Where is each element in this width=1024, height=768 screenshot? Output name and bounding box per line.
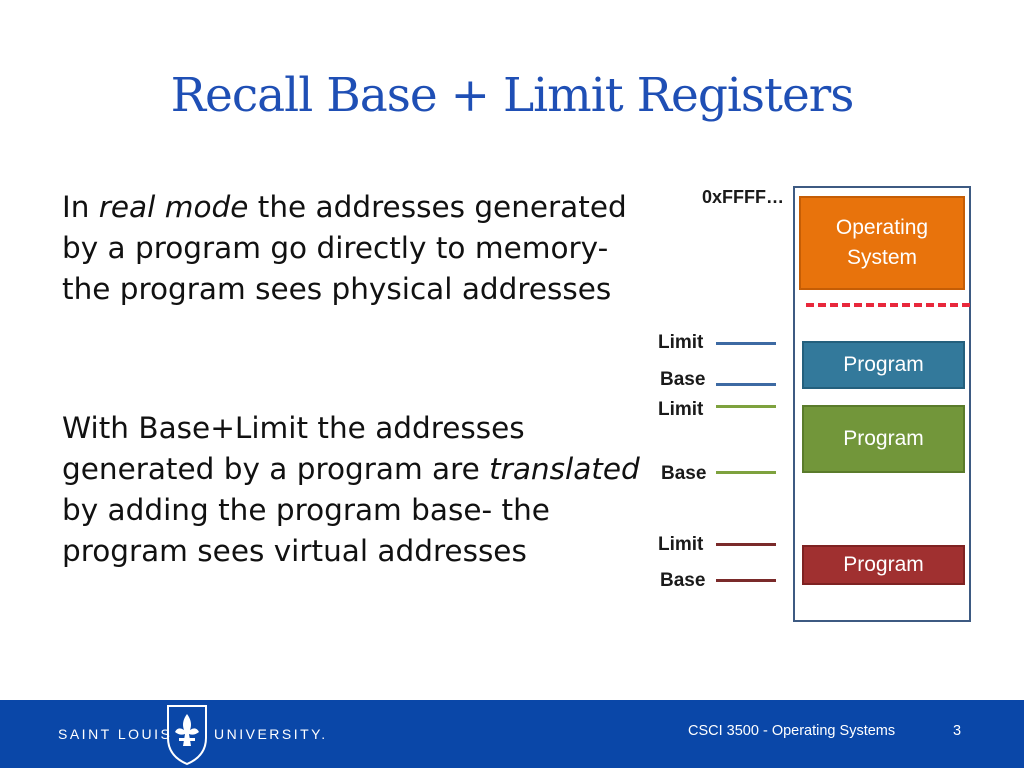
program-red-label: Program xyxy=(843,553,924,576)
paragraph-base-limit: With Base+Limit the addresses generated … xyxy=(62,408,642,572)
university-name-right: UNIVERSITY. xyxy=(214,726,328,742)
program-block-green: Program xyxy=(802,405,965,473)
program-block-red: Program xyxy=(802,545,965,585)
blue-base-label: Base xyxy=(660,369,706,390)
green-base-label: Base xyxy=(661,463,707,484)
green-base-line xyxy=(716,471,776,474)
para1-emphasis: real mode xyxy=(98,190,249,224)
operating-system-block: Operating System xyxy=(799,196,965,290)
os-boundary-divider xyxy=(806,303,970,307)
red-limit-line xyxy=(716,543,776,546)
blue-base-line xyxy=(716,383,776,386)
university-crest-icon xyxy=(167,705,207,766)
program-block-blue: Program xyxy=(802,341,965,389)
para1-pre: In xyxy=(62,190,99,224)
paragraph-real-mode: In real mode the addresses generated by … xyxy=(62,187,642,310)
footer-bar: SAINT LOUIS UNIVERSITY. CSCI 3500 - Oper… xyxy=(0,700,1024,768)
course-label: CSCI 3500 - Operating Systems xyxy=(688,723,896,739)
green-limit-label: Limit xyxy=(658,399,704,420)
para2-emphasis: translated xyxy=(489,452,640,486)
green-limit-line xyxy=(716,405,776,408)
para2-pre: With Base+Limit the addresses generated … xyxy=(62,411,525,486)
blue-limit-line xyxy=(716,342,776,345)
program-blue-label: Program xyxy=(843,353,924,376)
red-base-label: Base xyxy=(660,570,706,591)
top-address-label: 0xFFFF… xyxy=(702,187,785,207)
para1-post: the addresses generated by a program go … xyxy=(62,190,627,306)
page-number: 3 xyxy=(953,723,962,739)
os-block-label: Operating System xyxy=(835,216,929,269)
program-green-label: Program xyxy=(843,427,924,450)
blue-limit-label: Limit xyxy=(658,332,704,353)
red-base-line xyxy=(716,579,776,582)
red-limit-label: Limit xyxy=(658,534,704,555)
university-name-left: SAINT LOUIS xyxy=(58,726,173,742)
para2-post: by adding the program base- the program … xyxy=(62,493,550,568)
slide-title: Recall Base + Limit Registers xyxy=(170,68,855,123)
